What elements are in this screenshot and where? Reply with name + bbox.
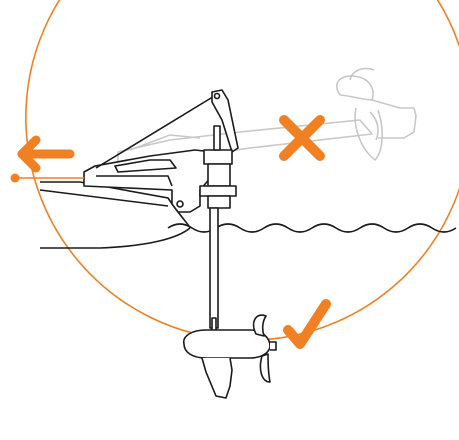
check-mark-icon [283, 299, 331, 349]
boat-hull [39, 181, 191, 249]
ghost-stowed-motor [117, 67, 417, 163]
direction-marker [10, 173, 84, 183]
arrow-left-icon [17, 135, 75, 173]
x-mark-icon [279, 115, 325, 161]
frame-circle [25, 0, 459, 341]
trolling-motor [83, 89, 277, 399]
